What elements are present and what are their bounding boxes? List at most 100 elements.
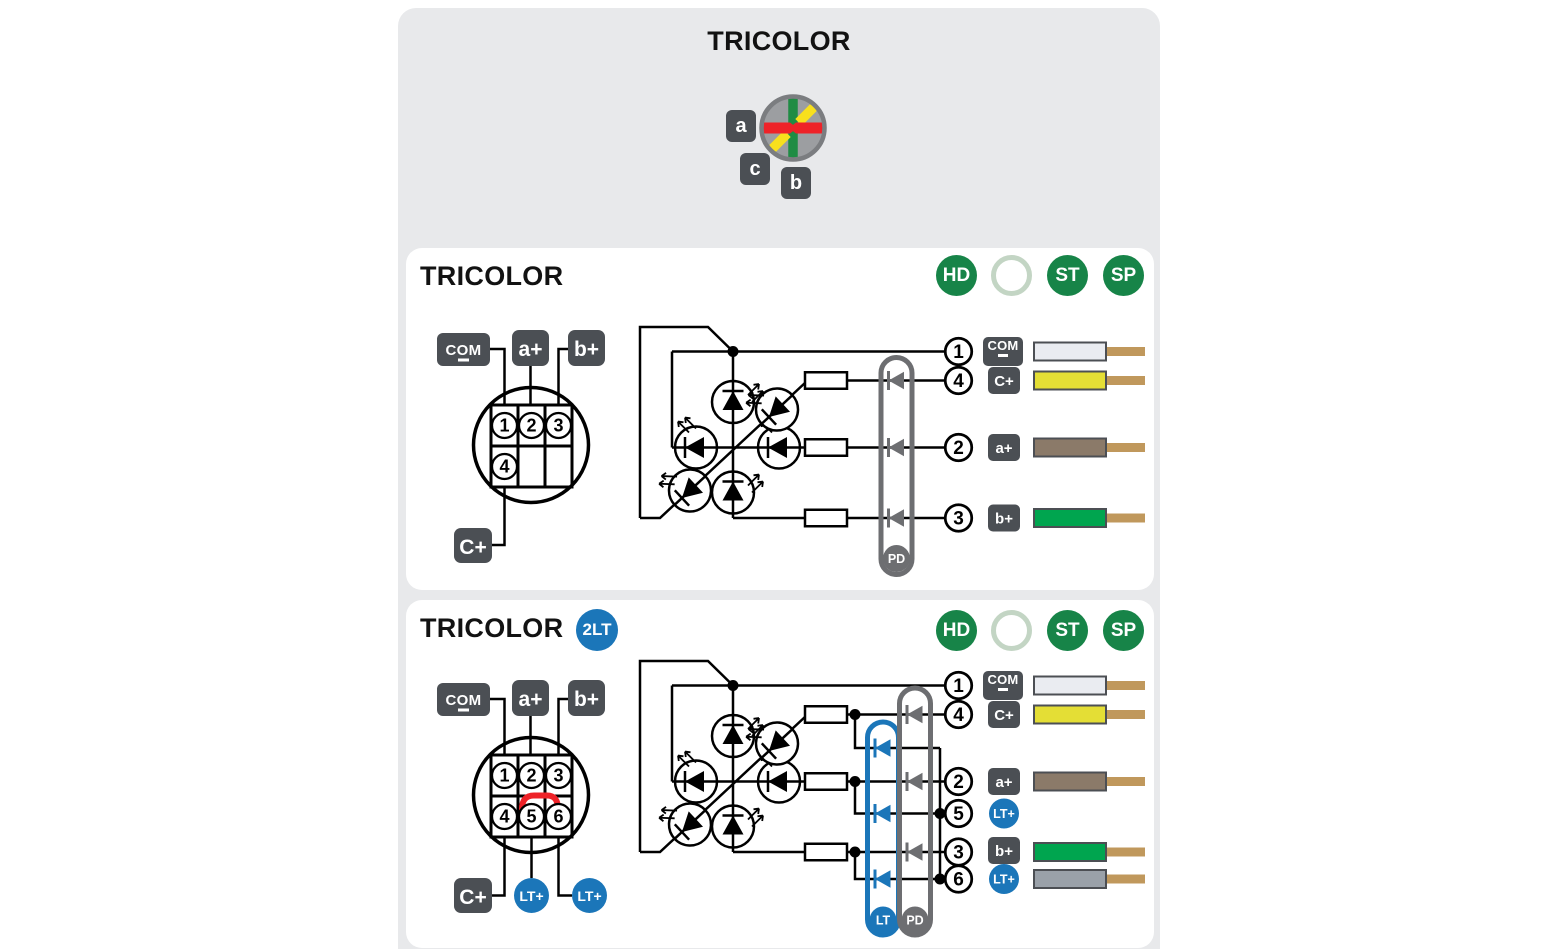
led-lens-stripes bbox=[763, 98, 823, 158]
wire-tip-tan bbox=[1100, 847, 1145, 857]
connector-pin-4: 4 bbox=[490, 452, 519, 481]
svg-text:3: 3 bbox=[953, 509, 964, 530]
wire-label-box-b-plus bbox=[988, 837, 1020, 864]
svg-text:6: 6 bbox=[553, 807, 563, 827]
svg-text:2: 2 bbox=[953, 772, 964, 793]
svg-text:4: 4 bbox=[953, 371, 964, 392]
protection-diode-1 bbox=[887, 369, 906, 392]
wires bbox=[1033, 341, 1145, 528]
lt-diode-2 bbox=[873, 802, 892, 825]
resistor-b bbox=[803, 508, 849, 528]
wire-label-lt-plus-5-text: LT+ bbox=[993, 807, 1015, 821]
junction-dot bbox=[849, 776, 861, 787]
svg-text:3: 3 bbox=[553, 416, 563, 436]
svg-text:2: 2 bbox=[953, 438, 964, 459]
schematic: PD bbox=[638, 325, 945, 577]
wire-tip-tan bbox=[1100, 513, 1145, 523]
wire-brown bbox=[1033, 437, 1107, 458]
output-terminals: 1 4 2 5 3 6 COM C+ a+ LT+ b+ LT+ bbox=[943, 670, 1145, 894]
resistor-c bbox=[803, 705, 849, 724]
wire-tip-tan bbox=[1100, 443, 1145, 452]
svg-text:1: 1 bbox=[953, 342, 964, 363]
pd-badge bbox=[883, 545, 910, 572]
pin-label-box-com bbox=[437, 683, 490, 716]
com-minus-mark bbox=[458, 708, 469, 712]
led-label-b: b bbox=[781, 167, 811, 199]
resistor-a bbox=[803, 438, 849, 457]
junction-dot bbox=[934, 873, 946, 885]
wire-tip-tan bbox=[1100, 376, 1145, 385]
connector-pin-3: 3 bbox=[544, 761, 573, 790]
pin-label-b-plus: b+ bbox=[574, 688, 599, 711]
pin-label-c-plus: C+ bbox=[459, 536, 486, 559]
badge-2lt: 2LT bbox=[576, 609, 618, 651]
lt-capsule bbox=[865, 719, 901, 938]
connector-outline bbox=[471, 385, 591, 505]
lt-plus-terminal-5 bbox=[514, 878, 549, 913]
badge-hd: HD bbox=[936, 610, 977, 651]
wire-tip-tan bbox=[1100, 681, 1145, 690]
protection-diode-3 bbox=[887, 507, 906, 529]
red-jumper-5-6 bbox=[519, 792, 561, 812]
wire-green bbox=[1033, 508, 1107, 528]
led-green-up-2 bbox=[710, 804, 765, 849]
protection-diode-2 bbox=[887, 436, 906, 459]
wire-label-box-c-plus bbox=[988, 367, 1020, 394]
pin-label-b-plus: b+ bbox=[574, 338, 599, 361]
led-label-a-text: a bbox=[735, 114, 747, 137]
output-2: 2 bbox=[943, 766, 974, 797]
connector-pin-2: 2 bbox=[517, 761, 546, 790]
pin-label-com: COM bbox=[446, 692, 482, 709]
wire-label-c-plus: C+ bbox=[994, 707, 1014, 724]
wire-tip-tan bbox=[1100, 710, 1145, 719]
pd-badge-text: PD bbox=[906, 914, 923, 928]
pd-badge-text: PD bbox=[888, 552, 905, 566]
lt-plus-terminal-6 bbox=[572, 878, 607, 913]
led-red-left-1 bbox=[673, 750, 719, 804]
wires bbox=[1033, 675, 1145, 889]
wire-label-box-com bbox=[983, 337, 1023, 366]
badge-hd-text: HD bbox=[942, 264, 971, 286]
yellow-filament-stripes bbox=[768, 103, 818, 153]
badge-empty-ring bbox=[991, 255, 1032, 296]
wire-label-box-c-plus bbox=[988, 701, 1020, 728]
wire-label-c-plus: C+ bbox=[994, 373, 1014, 390]
output-6: 6 bbox=[943, 864, 974, 894]
connector-pin-1: 1 bbox=[490, 411, 519, 440]
led-green-up-1 bbox=[710, 379, 765, 425]
led-label-a: a bbox=[726, 110, 756, 142]
pin-label-a-plus: a+ bbox=[519, 688, 543, 711]
pin-label-box-a-plus bbox=[512, 330, 549, 366]
wire-label-com: COM bbox=[988, 672, 1019, 687]
wire-tip-tan bbox=[1100, 347, 1145, 356]
svg-text:5: 5 bbox=[953, 804, 964, 825]
junction-dot bbox=[849, 709, 861, 720]
badge-st: ST bbox=[1047, 610, 1088, 651]
svg-text:3: 3 bbox=[553, 766, 563, 786]
resistor-a bbox=[803, 772, 849, 791]
badge-st-text: ST bbox=[1055, 619, 1080, 641]
red-filament-stripe-right bbox=[789, 122, 823, 134]
junction-dot bbox=[727, 346, 739, 357]
wire-label-b-plus: b+ bbox=[995, 843, 1013, 860]
badge-sp-text: SP bbox=[1110, 619, 1137, 641]
connector-pinout: COM a+ b+ C+ LT+ LT+ 1 bbox=[437, 680, 607, 913]
badge-sp: SP bbox=[1103, 610, 1144, 651]
wire-yellow bbox=[1033, 370, 1107, 391]
lt-diode-3 bbox=[873, 868, 892, 890]
com-minus-mark bbox=[458, 358, 469, 362]
schematic: LT PD bbox=[638, 659, 946, 938]
wire-tip-tan bbox=[1100, 777, 1145, 786]
pin-label-c-plus: C+ bbox=[459, 886, 486, 909]
pin-label-box-b-plus bbox=[568, 330, 605, 366]
badge-sp-text: SP bbox=[1110, 264, 1137, 286]
output-4: 4 bbox=[943, 699, 974, 730]
output-1: 1 bbox=[943, 670, 974, 701]
pin-label-box-b-plus bbox=[568, 680, 605, 716]
connector-pinout: COM a+ b+ C+ 1 2 3 4 bbox=[437, 330, 605, 563]
output-2: 2 bbox=[943, 432, 974, 463]
connector-pin-2: 2 bbox=[517, 411, 546, 440]
svg-text:4: 4 bbox=[953, 705, 964, 726]
badge-hd: HD bbox=[936, 255, 977, 296]
wire-brown bbox=[1033, 771, 1107, 792]
